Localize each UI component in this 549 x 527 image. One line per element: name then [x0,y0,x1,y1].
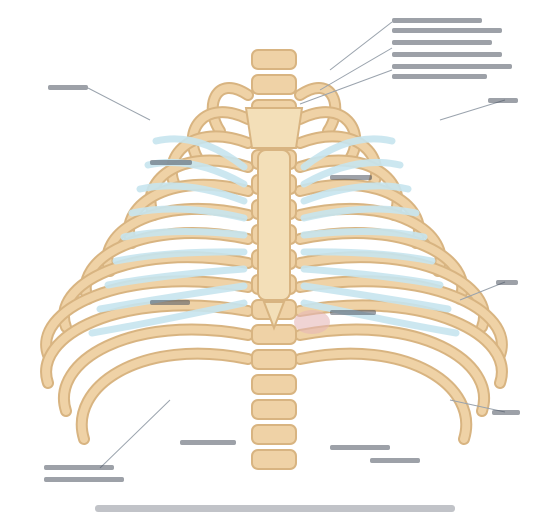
vertebra-15 [252,400,296,419]
sternum-body [258,150,290,300]
vertebra-2 [252,75,296,94]
ribs-left [46,88,248,439]
label-mark-4 [392,52,502,57]
ribs-right [300,88,502,439]
vertebra-1 [252,50,296,69]
label-mark-3 [392,40,492,45]
label-mark-13 [150,160,192,165]
leader-line-8 [100,400,170,468]
label-mark-10 [48,85,88,90]
label-mark-15 [150,300,190,305]
leader-line-1 [330,22,392,70]
caption-mark [95,505,455,512]
rib-right-12 [300,354,466,439]
label-mark-16 [330,310,376,315]
manubrium [246,108,302,148]
label-mark-1 [392,18,482,23]
highlight-region [294,310,330,334]
label-mark-17 [180,440,236,445]
label-mark-11 [44,465,114,470]
label-mark-7 [488,98,518,103]
vertebra-13 [252,350,296,369]
label-mark-2 [392,28,502,33]
label-mark-19 [370,458,420,463]
label-mark-12 [44,477,124,482]
label-mark-8 [492,410,520,415]
label-mark-18 [330,445,390,450]
rib-right-12-shadow [300,354,466,439]
label-mark-5 [392,64,512,69]
rib-left-12-shadow [82,354,248,439]
vertebra-16 [252,425,296,444]
rib-left-12 [82,354,248,439]
vertebra-17 [252,450,296,469]
label-mark-6 [392,74,487,79]
label-mark-9 [496,280,518,285]
vertebra-14 [252,375,296,394]
leader-line-7 [88,88,150,120]
label-mark-14 [330,175,372,180]
